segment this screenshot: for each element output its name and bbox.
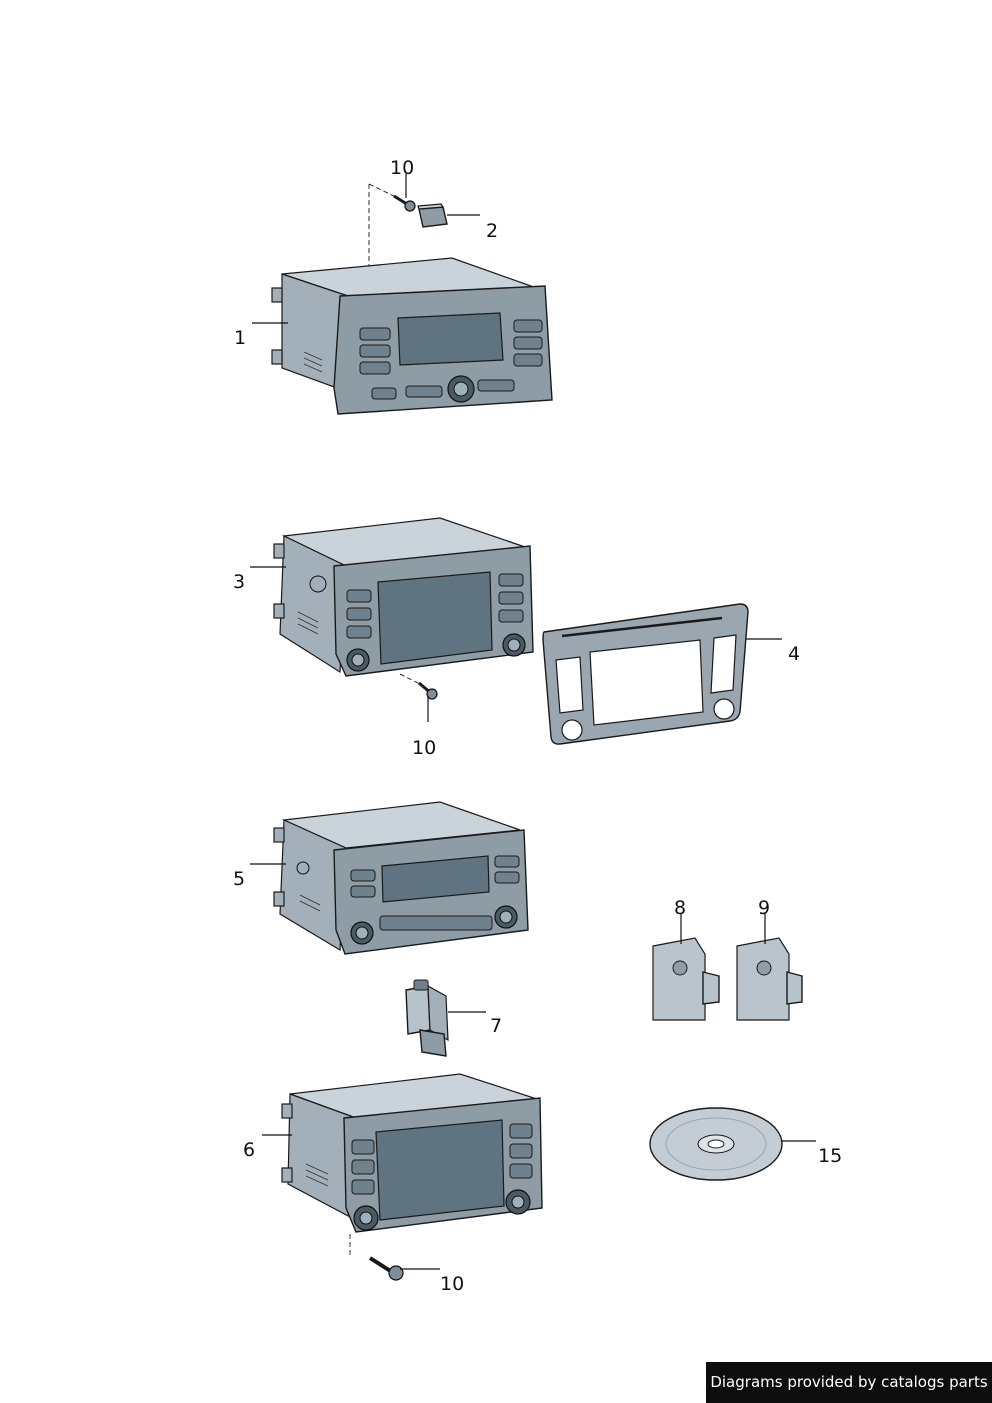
card-part-9 (736, 937, 803, 1021)
disc-part-15 (649, 1107, 783, 1181)
navigation-unit-part-3 (273, 517, 534, 677)
screw-part-10-middle (399, 673, 438, 700)
callout-10-bottom: 10 (440, 1273, 464, 1295)
callout-3: 3 (233, 571, 245, 593)
card-part-8 (652, 937, 720, 1021)
callout-10-top: 10 (390, 157, 414, 179)
radio-unit-part-5 (273, 801, 529, 955)
credit-footer: Diagrams provided by catalogs parts (706, 1362, 992, 1403)
callout-9: 9 (758, 897, 770, 919)
radio-unit-part-1 (271, 257, 553, 415)
clip-part-2 (417, 203, 448, 228)
callout-5: 5 (233, 868, 245, 890)
navigation-unit-part-6 (281, 1073, 543, 1233)
screw-part-10-bottom (349, 1234, 404, 1281)
leader-lines (250, 174, 816, 1270)
callout-6: 6 (243, 1139, 255, 1161)
credit-text: Diagrams provided by catalogs parts (710, 1373, 988, 1391)
callout-4: 4 (788, 643, 800, 665)
callout-1: 1 (234, 327, 246, 349)
connector-part-7 (405, 979, 449, 1057)
trim-frame-part-4 (542, 603, 749, 745)
callout-7: 7 (490, 1015, 502, 1037)
callout-2: 2 (486, 220, 498, 242)
callout-10-middle: 10 (412, 737, 436, 759)
callout-8: 8 (674, 897, 686, 919)
callout-15: 15 (818, 1145, 842, 1167)
